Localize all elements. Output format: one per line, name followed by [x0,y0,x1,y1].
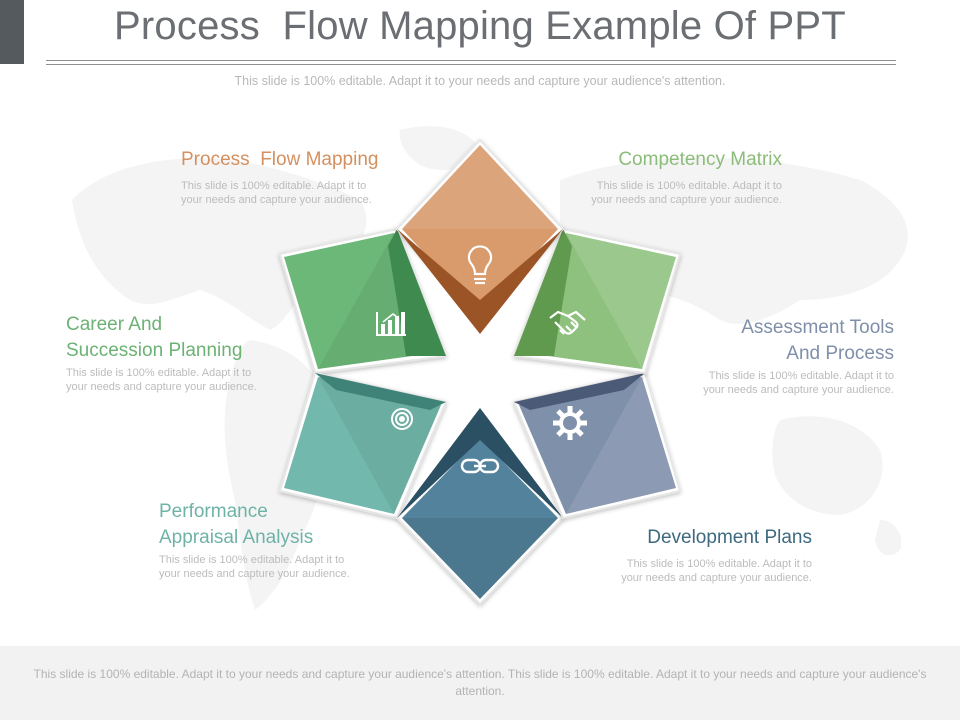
segment-competency-matrix[interactable] [512,227,682,375]
label-body: This slide is 100% editable. Adapt it to… [591,180,782,206]
label-body: This slide is 100% editable. Adapt it to… [621,558,812,584]
handshake-icon [549,310,586,335]
label-competency-matrix: Competency Matrix This slide is 100% edi… [582,147,782,207]
label-body: This slide is 100% editable. Adapt it to… [159,554,350,580]
title-rule-thin [46,64,896,65]
segment-development-plans[interactable] [395,408,565,606]
target-icon [391,408,413,430]
label-title: Process Flow Mapping [181,149,379,170]
title-rule [46,60,896,61]
label-assessment-tools: Assessment Tools And Process This slide … [694,315,894,397]
label-title: Performance Appraisal Analysis [159,501,314,548]
slide-title: Process Flow Mapping Example Of PPT [114,4,846,48]
label-body: This slide is 100% editable. Adapt it to… [703,370,894,396]
label-title: Competency Matrix [618,149,782,170]
label-title: Assessment Tools And Process [741,317,894,364]
slide-subtitle: This slide is 100% editable. Adapt it to… [234,74,726,88]
label-process-flow-mapping: Process Flow Mapping This slide is 100% … [181,147,411,207]
gear-icon [553,406,587,440]
label-title: Career And Succession Planning [66,314,243,361]
lightbulb-icon [467,245,493,285]
label-body: This slide is 100% editable. Adapt it to… [181,180,372,206]
label-development-plans: Development Plans This slide is 100% edi… [612,525,812,585]
link-icon [460,458,500,474]
label-performance-appraisal: Performance Appraisal Analysis This slid… [159,499,389,581]
footer-text: This slide is 100% editable. Adapt it to… [33,667,927,698]
segment-process-flow-mapping[interactable] [395,138,565,334]
label-career-succession: Career And Succession Planning This slid… [66,312,296,394]
bar-chart-icon [376,312,406,336]
label-body: This slide is 100% editable. Adapt it to… [66,367,257,393]
segment-performance-appraisal[interactable] [278,371,448,520]
corner-accent-bar [0,0,24,64]
label-title: Development Plans [647,527,812,548]
footer-band: This slide is 100% editable. Adapt it to… [0,646,960,720]
